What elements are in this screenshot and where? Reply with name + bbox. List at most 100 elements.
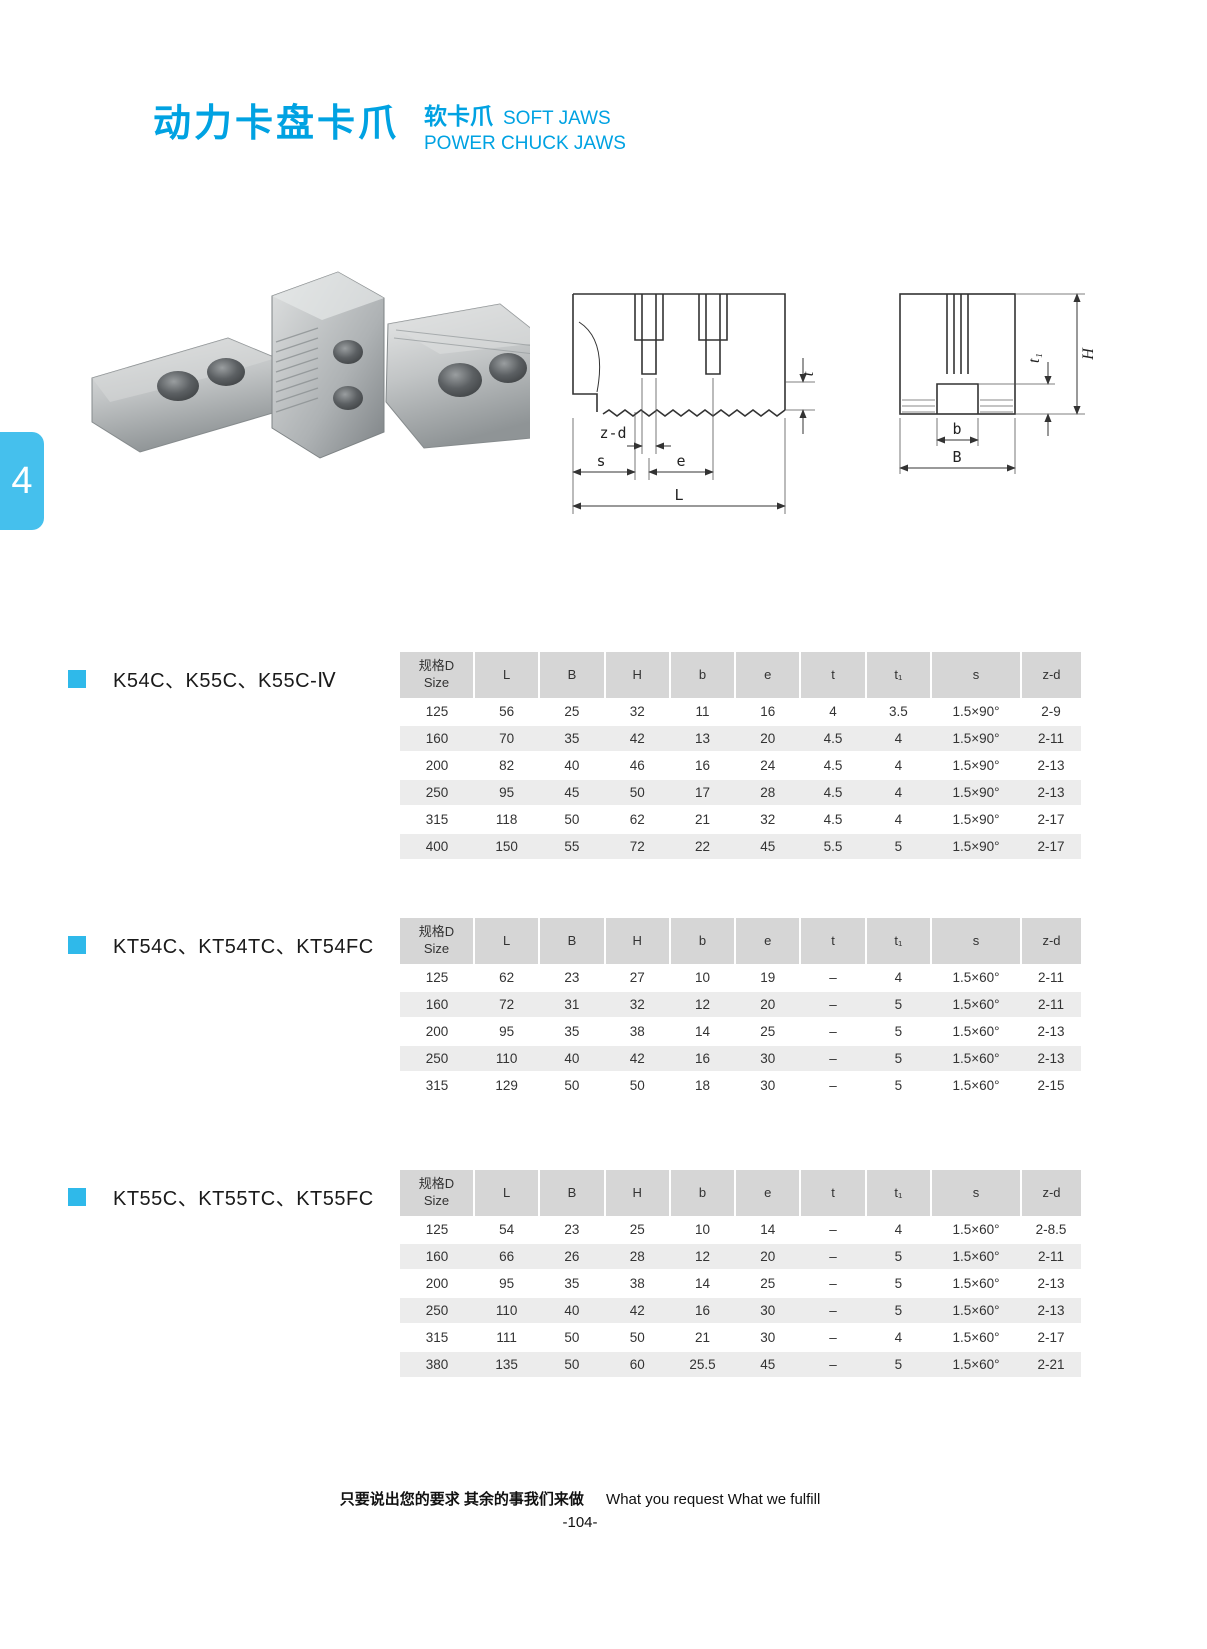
table-cell: 4.5 bbox=[823, 731, 843, 746]
table-cell: 400 bbox=[425, 839, 449, 854]
technical-drawing-side-view: t z-d s e L bbox=[572, 293, 817, 514]
table-cell: 4 bbox=[894, 1221, 903, 1237]
col-header: B bbox=[538, 652, 605, 698]
table-cell: 25.5 bbox=[689, 1357, 716, 1372]
table-cell: 4.5 bbox=[823, 758, 843, 773]
table-cell: 2-15 bbox=[1037, 1078, 1065, 1093]
table-cell: 38 bbox=[629, 1276, 645, 1291]
table-cell: 1.5×60° bbox=[952, 1024, 1000, 1039]
section-bullet-icon bbox=[68, 1187, 86, 1206]
technical-drawing-front-view: H t₁ b B bbox=[899, 293, 1097, 474]
footer-slogan: 只要说出您的要求 其余的事我们来做 What you request What … bbox=[0, 1488, 1160, 1509]
table-cell: 31 bbox=[564, 997, 580, 1012]
col-header: B bbox=[538, 918, 605, 964]
col-header: z-d bbox=[1020, 652, 1081, 698]
table-cell: 40 bbox=[564, 1303, 580, 1318]
table-cell: 30 bbox=[760, 1078, 776, 1093]
table-cell: 50 bbox=[564, 1357, 580, 1372]
table-cell: 150 bbox=[495, 839, 518, 854]
table-cell: 2-13 bbox=[1037, 758, 1065, 773]
col-header: H bbox=[603, 1170, 670, 1216]
table-cell: 21 bbox=[694, 1330, 710, 1345]
table-cell: 46 bbox=[629, 758, 645, 773]
table-cell: 62 bbox=[499, 969, 515, 985]
table-cell: – bbox=[829, 1276, 837, 1291]
table-cell: 125 bbox=[425, 969, 449, 985]
table-cell: – bbox=[829, 1303, 837, 1318]
table-cell: 30 bbox=[760, 1330, 776, 1345]
table-cell: 14 bbox=[694, 1276, 710, 1291]
table-cell: 2-13 bbox=[1037, 1276, 1065, 1291]
col-header: e bbox=[734, 652, 801, 698]
table-cell: 3.5 bbox=[888, 703, 908, 719]
table-cell: 1.5×60° bbox=[952, 1249, 1000, 1264]
table-cell: 20 bbox=[760, 731, 776, 746]
table-cell: 50 bbox=[564, 812, 580, 827]
table-cell: 35 bbox=[564, 731, 580, 746]
table-cell: 5 bbox=[894, 1024, 903, 1039]
table-cell: 45 bbox=[564, 785, 580, 800]
col-header: t₁ bbox=[864, 652, 931, 698]
dim-label-H: H bbox=[1080, 347, 1097, 361]
col-header: L bbox=[472, 918, 540, 964]
table-cell: 4 bbox=[894, 758, 903, 773]
table-cell: 20 bbox=[760, 1249, 776, 1264]
table-cell: 45 bbox=[760, 1357, 776, 1372]
product-line-en: POWER CHUCK JAWS bbox=[424, 133, 626, 154]
table-cell: 25 bbox=[760, 1024, 776, 1039]
table-cell: 1.5×90° bbox=[952, 758, 1000, 773]
col-header: e bbox=[734, 918, 801, 964]
table-cell: 1.5×60° bbox=[952, 969, 1000, 985]
series-title-group: KT54C、KT54TC、KT54FC bbox=[68, 930, 374, 959]
table-cell: 50 bbox=[629, 785, 645, 800]
col-header: b bbox=[668, 918, 736, 964]
table-cell: 14 bbox=[694, 1024, 710, 1039]
series-title: KT54C、KT54TC、KT54FC bbox=[113, 936, 374, 958]
section-bullet-icon bbox=[68, 669, 86, 688]
table-cell: 1.5×90° bbox=[952, 703, 1000, 719]
table-cell: 1.5×90° bbox=[952, 812, 1000, 827]
table-cell: 23 bbox=[564, 1221, 580, 1237]
table-cell: 45 bbox=[760, 839, 776, 854]
table-cell: 10 bbox=[694, 969, 710, 985]
dim-label-t: t bbox=[800, 371, 817, 376]
table-cell: 16 bbox=[694, 1051, 710, 1066]
table-cell: 24 bbox=[760, 758, 776, 773]
table-cell: 62 bbox=[629, 812, 645, 827]
dim-label-L: L bbox=[674, 486, 683, 504]
table-cell: – bbox=[829, 1357, 837, 1372]
table-cell: 315 bbox=[425, 812, 449, 827]
table-cell: 42 bbox=[629, 1051, 645, 1066]
table-cell: 18 bbox=[694, 1078, 710, 1093]
table-cell: 1.5×60° bbox=[952, 1276, 1000, 1291]
table-cell: 118 bbox=[495, 812, 518, 827]
table-cell: 2-11 bbox=[1037, 997, 1065, 1012]
table-cell: 70 bbox=[499, 731, 515, 746]
footer-slogan-en: What you request What we fulfill bbox=[606, 1491, 821, 1508]
chapter-tab[interactable]: 4 bbox=[0, 432, 44, 530]
table-cell: 1.5×90° bbox=[952, 839, 1000, 854]
col-header: t bbox=[799, 918, 866, 964]
table-cell: 1.5×60° bbox=[952, 1303, 1000, 1318]
table-cell: – bbox=[829, 1024, 837, 1039]
table-cell: 5 bbox=[894, 997, 903, 1012]
table-cell: 72 bbox=[499, 997, 515, 1012]
table-cell: 55 bbox=[564, 839, 580, 854]
table-cell: 35 bbox=[564, 1024, 580, 1039]
series-title-group: KT55C、KT55TC、KT55FC bbox=[68, 1182, 374, 1211]
table-cell: 200 bbox=[425, 758, 449, 773]
col-header: B bbox=[538, 1170, 605, 1216]
table-cell: 4 bbox=[894, 785, 903, 800]
table-cell: – bbox=[829, 969, 837, 985]
table-cell: 17 bbox=[694, 785, 710, 800]
table-cell: 40 bbox=[564, 1051, 580, 1066]
table-cell: 66 bbox=[499, 1249, 515, 1264]
product-photo-image bbox=[91, 271, 549, 459]
